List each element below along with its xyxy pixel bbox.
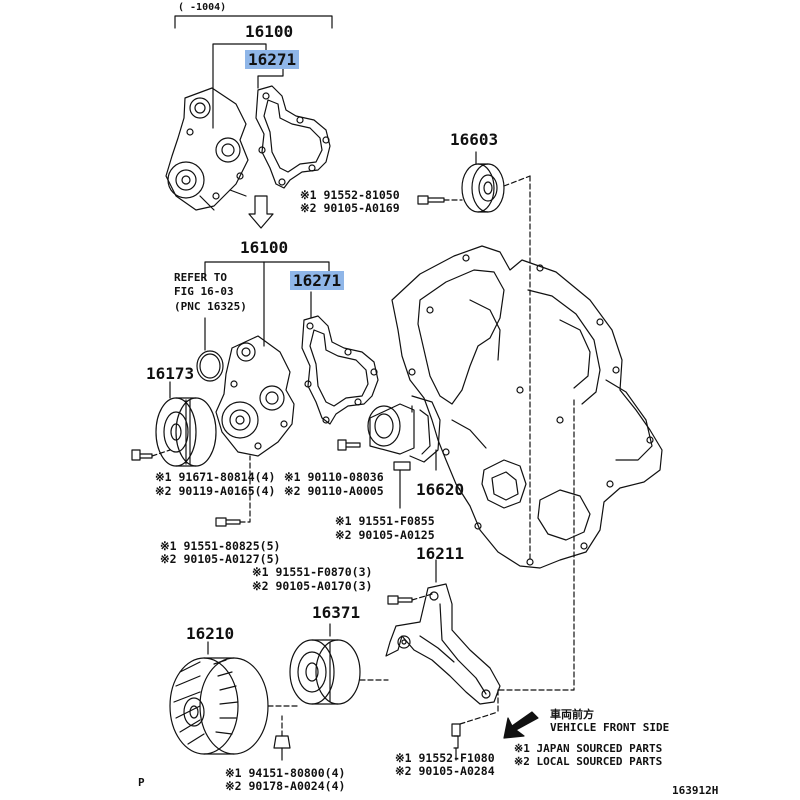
pnc-16271-top[interactable]: 16271 (245, 50, 300, 69)
leader-16100-top (212, 43, 267, 129)
nut-icon-fan[interactable] (273, 735, 291, 749)
fan-bracket-icon-16211[interactable] (385, 583, 501, 705)
water-pump-pulley-icon-16173[interactable] (155, 397, 217, 467)
replacement-arrow-icon (248, 195, 274, 229)
bolt-icon-top[interactable] (417, 195, 445, 205)
bolt-icon-bracket-lower[interactable] (451, 723, 461, 749)
vehicle-front-jp: 車両前方 (550, 708, 594, 721)
leader-16271-top (257, 65, 284, 89)
part-number-pulley-bolt-2[interactable]: ※2 90119-A0165(4) (155, 484, 276, 498)
fluid-coupling-icon-16210[interactable] (169, 657, 269, 755)
bolt-icon-bracket[interactable] (387, 595, 413, 605)
refer-note-line3: (PNC 16325) (174, 300, 247, 313)
part-number-idler-bolt-2[interactable]: ※2 90105-A0125 (335, 528, 435, 542)
part-number-bracket-lower-bolt-1[interactable]: ※1 91552-F1080 (395, 751, 495, 765)
idler-pulley-icon-16620[interactable] (367, 395, 441, 463)
part-number-pump-lower-bolt-2[interactable]: ※2 90105-A0127(5) (160, 552, 281, 566)
gasket-icon-mid[interactable] (301, 315, 379, 425)
bolt-icon-idler[interactable] (393, 461, 411, 471)
part-number-pump-bolt-2[interactable]: ※2 90110-A0005 (284, 484, 384, 498)
fan-pulley-icon-16371[interactable] (289, 639, 361, 705)
pnc-16100-mid[interactable]: 16100 (240, 238, 289, 257)
part-number-fan-nut-1[interactable]: ※1 94151-80800(4) (225, 766, 346, 780)
part-number-bracket-lower-bolt-2[interactable]: ※2 90105-A0284 (395, 764, 495, 778)
timing-cover-icon (391, 245, 663, 569)
part-number-pump-bolt-1[interactable]: ※1 90110-08036 (284, 470, 384, 484)
pnc-16173[interactable]: 16173 (146, 364, 195, 383)
gasket-icon-top[interactable] (255, 85, 331, 189)
refer-note-line2[interactable]: FIG 16-03 (174, 285, 234, 298)
date-range-label: ( -1004) (178, 2, 227, 13)
bolt-icon-pulley[interactable] (131, 449, 153, 461)
part-number-bracket-bolt-1[interactable]: ※1 91551-F0870(3) (252, 565, 373, 579)
part-number-top-bolt-1[interactable]: ※1 91552-81050 (300, 188, 400, 202)
vehicle-front-arrow-icon (503, 711, 539, 739)
part-number-bracket-bolt-2[interactable]: ※2 90105-A0170(3) (252, 579, 373, 593)
legend-item-local: ※2 LOCAL SOURCED PARTS (514, 755, 663, 768)
pnc-16620[interactable]: 16620 (416, 480, 465, 499)
pnc-16603[interactable]: 16603 (450, 130, 499, 149)
vehicle-front-en: VEHICLE FRONT SIDE (550, 721, 670, 734)
part-number-pump-lower-bolt-1[interactable]: ※1 91551-80825(5) (160, 539, 281, 553)
part-number-pulley-bolt-1[interactable]: ※1 91671-80814(4) (155, 470, 276, 484)
pnc-16210[interactable]: 16210 (186, 624, 235, 643)
bolt-icon-pump-lower[interactable] (215, 517, 241, 527)
water-pump-icon-mid[interactable] (215, 335, 295, 457)
pnc-16211[interactable]: 16211 (416, 544, 465, 563)
part-number-fan-nut-2[interactable]: ※2 90178-A0024(4) (225, 779, 346, 793)
o-ring-icon[interactable] (196, 350, 224, 382)
date-bracket-line (174, 15, 333, 29)
water-pump-icon-top[interactable] (165, 87, 249, 211)
figure-code: 163912H (672, 784, 719, 797)
part-number-top-bolt-2[interactable]: ※2 90105-A0169 (300, 201, 400, 215)
part-number-idler-bolt-1[interactable]: ※1 91551-F0855 (335, 514, 435, 528)
legend-item-japan: ※1 JAPAN SOURCED PARTS (514, 742, 663, 755)
refer-note-line1: REFER TO (174, 271, 227, 284)
pnc-16100-top[interactable]: 16100 (245, 22, 294, 41)
corner-mark: P (138, 776, 145, 789)
bolt-icon-pump[interactable] (337, 439, 361, 451)
idler-pulley-icon-16603[interactable] (461, 163, 505, 213)
pnc-16271-mid[interactable]: 16271 (290, 271, 345, 290)
pnc-16371[interactable]: 16371 (312, 603, 361, 622)
